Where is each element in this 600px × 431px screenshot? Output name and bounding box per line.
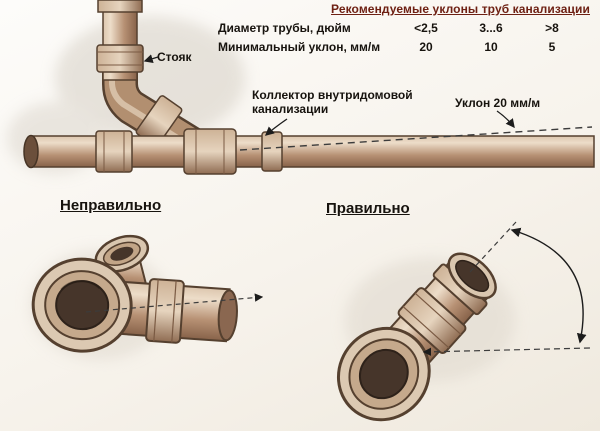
table-row-label: Минимальный уклон, мм/м — [218, 40, 381, 54]
upper-socket — [432, 252, 497, 316]
correct-heading: Правильно — [326, 200, 410, 217]
incorrect-heading: Неправильно — [60, 197, 162, 214]
fitting-coupling — [145, 278, 185, 344]
pipe-coupling-right — [261, 131, 283, 172]
angle-annotation — [422, 221, 591, 357]
riser-arrow — [143, 54, 159, 64]
riser-pipe — [96, 0, 144, 81]
correct-fitting-sketch — [336, 252, 497, 422]
table-title: Рекомендуемые уклоны труб канализации — [331, 2, 590, 16]
incorrect-centerline — [85, 293, 264, 313]
pipe-coupling-left — [95, 130, 133, 173]
incorrect-fitting-sketch — [31, 234, 238, 353]
collector-pipe — [23, 128, 595, 175]
riser-label: Стояк — [157, 50, 192, 64]
table-grid: Диаметр трубы, дюйм <2,5 3...6 >8 Минима… — [218, 21, 596, 54]
table-cell: 20 — [419, 40, 433, 54]
collector-label: Коллектор внутридомовой канализации — [252, 88, 413, 117]
angle-arc-arrow — [510, 227, 587, 344]
riser-coupling — [96, 44, 144, 73]
table-cell: 5 — [548, 40, 556, 54]
slope-arrow — [496, 110, 515, 129]
pipe-open-end — [23, 134, 39, 169]
slope-dashed-line — [239, 126, 593, 151]
socket-bell — [336, 326, 431, 422]
collector-arrow — [264, 118, 288, 136]
table-cell: >8 — [545, 21, 559, 35]
riser-elbow — [102, 66, 214, 168]
branch-socket — [94, 234, 150, 273]
table-cell: 10 — [484, 40, 498, 54]
socket-bell — [31, 257, 133, 353]
axis-dashed-line — [469, 221, 517, 273]
horizontal-dashed-line — [422, 347, 591, 357]
fitting-coupling — [397, 287, 467, 355]
slope-label: Уклон 20 мм/м — [455, 96, 541, 110]
table-cell: <2,5 — [414, 21, 438, 35]
slope-table: Рекомендуемые уклоны труб канализации Ди… — [218, 2, 596, 54]
branch-tee-fitting — [183, 128, 237, 175]
table-cell: 3...6 — [479, 21, 503, 35]
table-row-label: Диаметр трубы, дюйм — [218, 21, 351, 35]
pipe-end — [217, 289, 238, 342]
annotation-arrows — [143, 54, 515, 136]
